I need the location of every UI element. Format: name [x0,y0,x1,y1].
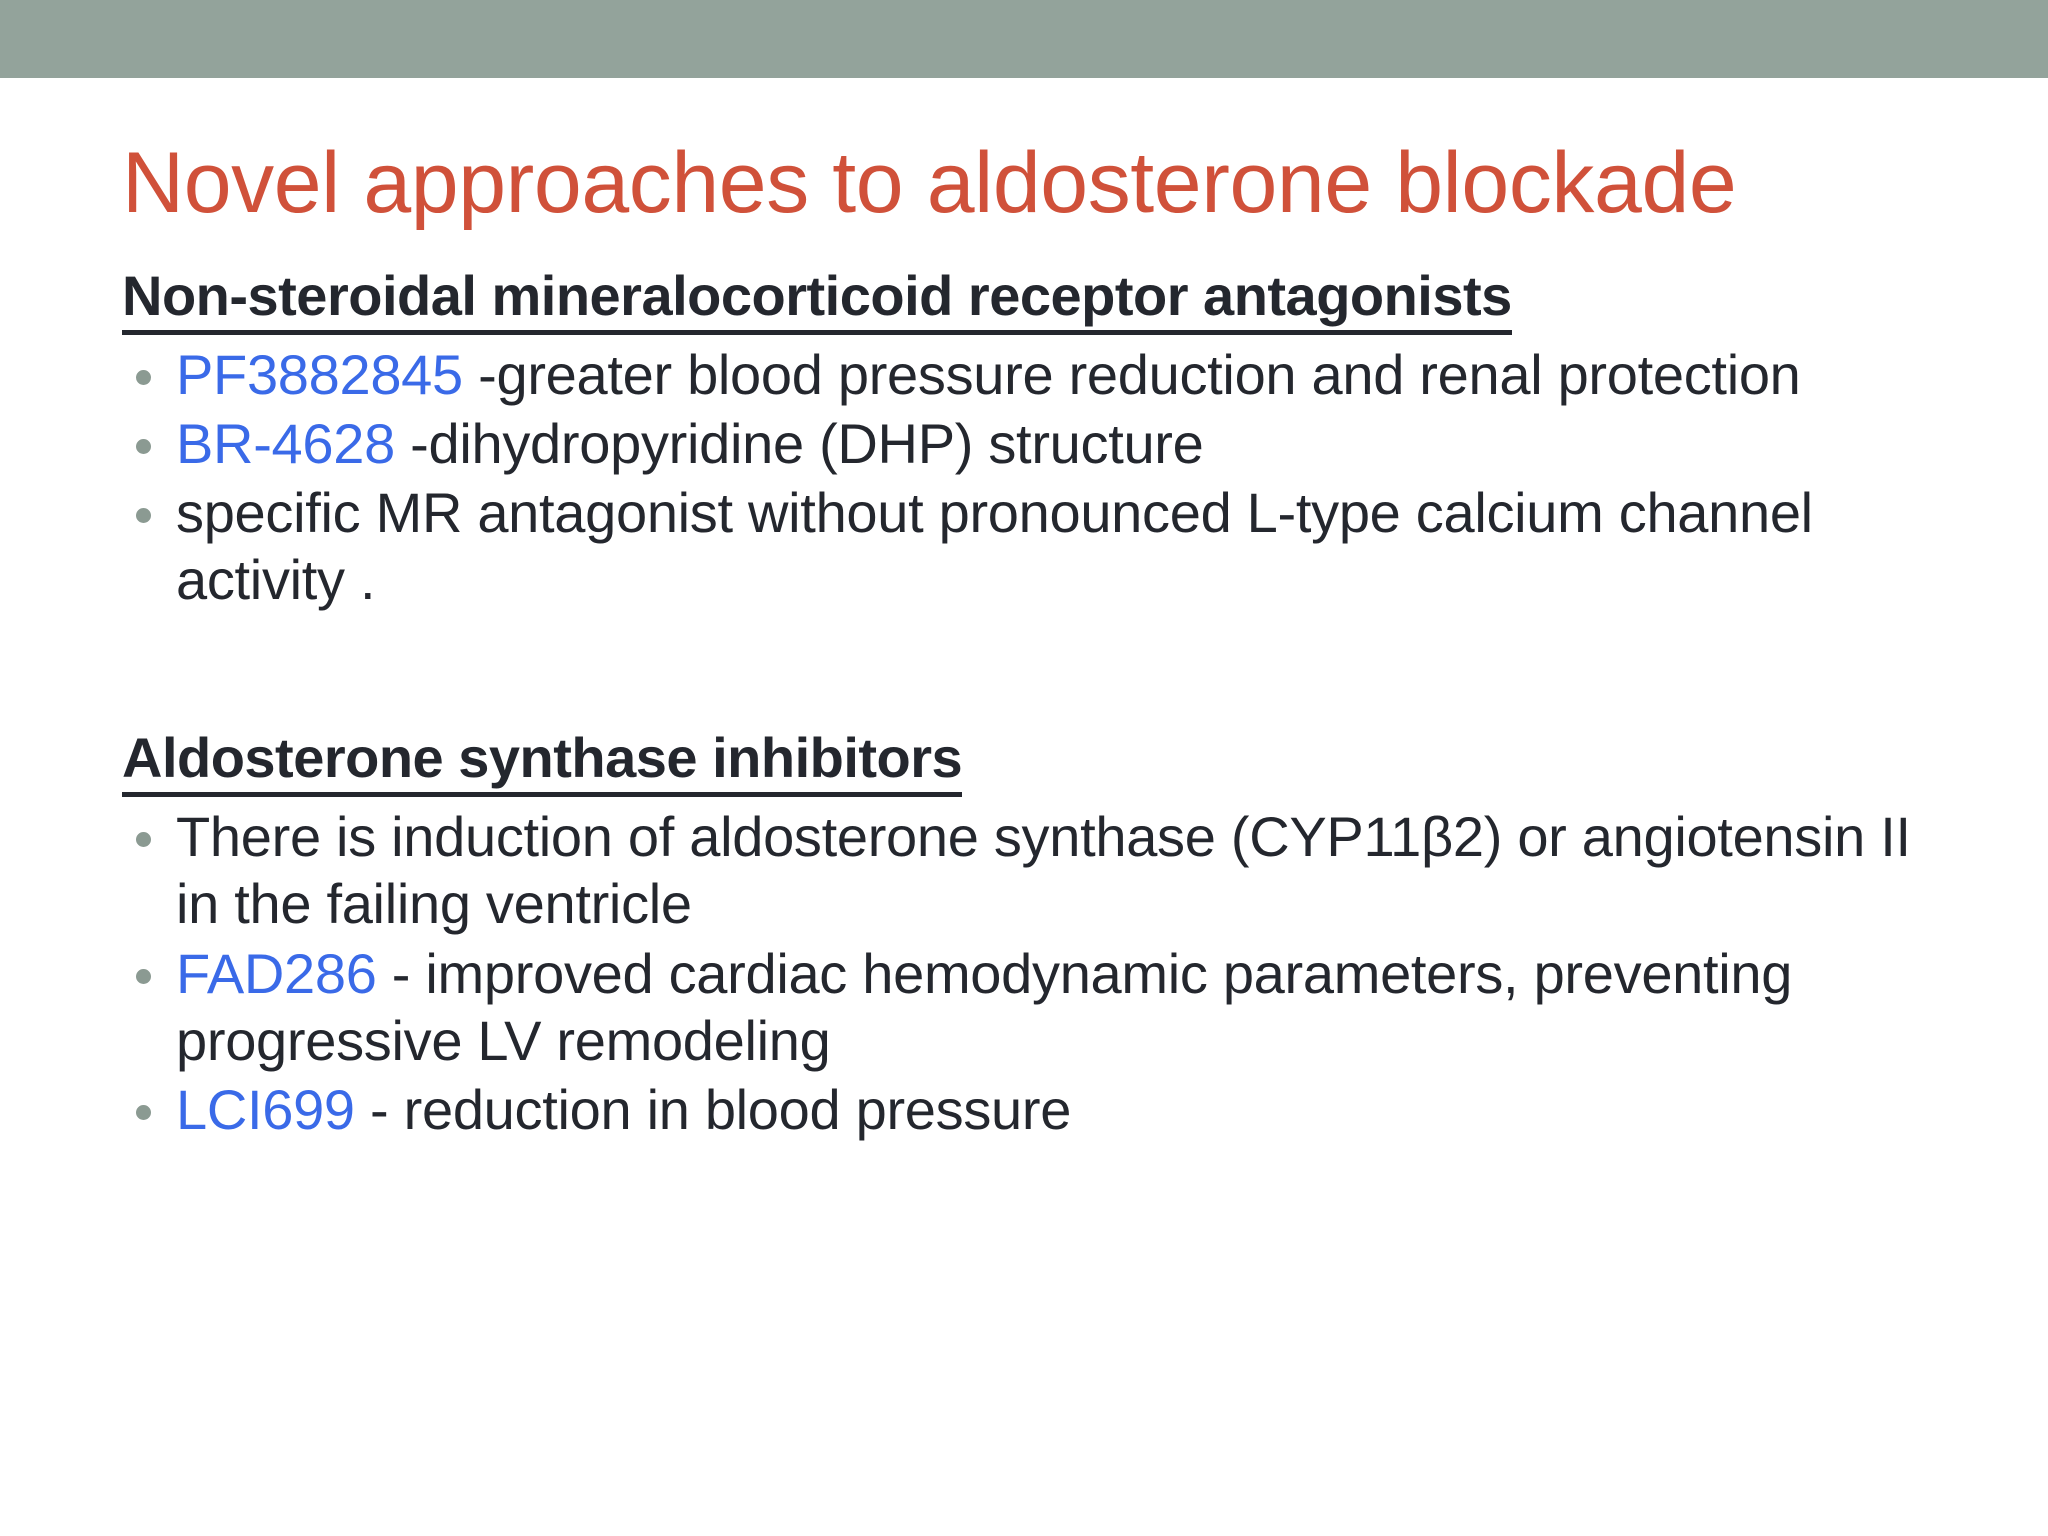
bullet-dot-icon [136,832,151,848]
bullet-dot-icon [136,508,151,524]
bullet-dot-icon [136,369,151,385]
drug-name: LCI699 [176,1077,355,1141]
section-heading: Non-steroidal mineralocorticoid receptor… [122,264,1512,335]
bullet-list: There is induction of aldosterone syntha… [122,803,1952,1143]
section-heading-wrap: Non-steroidal mineralocorticoid receptor… [122,264,1952,335]
section-heading: Aldosterone synthase inhibitors [122,727,963,798]
bullet-text: - reduction in blood pressure [354,1077,1072,1141]
bullet-dot-icon [136,439,151,455]
list-item: There is induction of aldosterone syntha… [122,803,1952,937]
bullet-text: - improved cardiac hemodynamic parameter… [176,941,1793,1072]
drug-name: PF3882845 [176,342,463,406]
slide-body: Non-steroidal mineralocorticoid receptor… [122,264,1952,1145]
bullet-text: -dihydropyridine (DHP) structure [394,411,1204,475]
bullet-dot-icon [136,968,151,984]
list-item: LCI699 - reduction in blood pressure [122,1076,1952,1143]
bullet-text: There is induction of aldosterone syntha… [176,805,1911,936]
top-decorative-band [0,0,2048,78]
bullet-list: PF3882845 -greater blood pressure reduct… [122,341,1952,614]
section-nonsteroidal-mra: Non-steroidal mineralocorticoid receptor… [122,264,1952,614]
section-spacer [122,615,1952,727]
slide-title: Novel approaches to aldosterone blockade [122,134,1737,231]
list-item: specific MR antagonist without pronounce… [122,479,1952,613]
list-item: PF3882845 -greater blood pressure reduct… [122,341,1952,408]
bullet-dot-icon [136,1105,151,1121]
section-aldosterone-synthase-inhibitors: Aldosterone synthase inhibitors There is… [122,727,1952,1143]
drug-name: FAD286 [176,941,377,1005]
bullet-text: specific MR antagonist without pronounce… [176,481,1813,612]
bullet-text: -greater blood pressure reduction and re… [462,342,1801,406]
list-item: BR-4628 -dihydropyridine (DHP) structure [122,410,1952,477]
section-heading-wrap: Aldosterone synthase inhibitors [122,727,1952,798]
drug-name: BR-4628 [176,411,395,475]
list-item: FAD286 - improved cardiac hemodynamic pa… [122,940,1952,1074]
